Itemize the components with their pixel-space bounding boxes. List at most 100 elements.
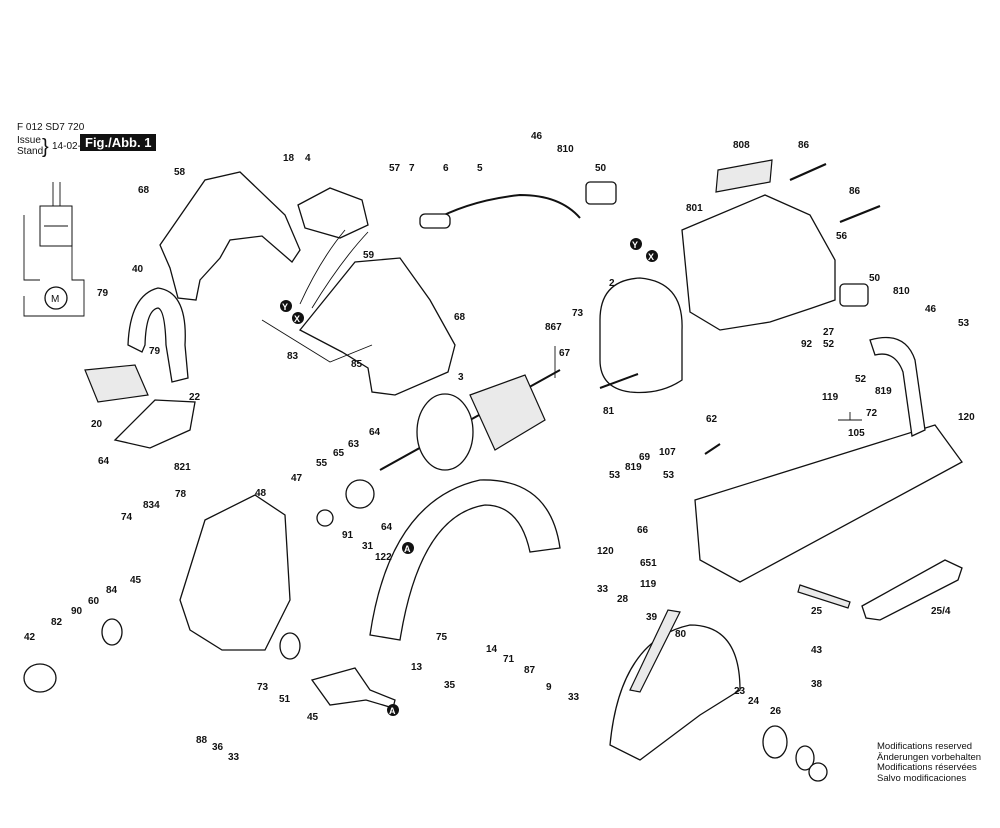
svg-text:M: M (51, 294, 59, 305)
label-46: 46 (531, 131, 543, 142)
label-52: 52 (823, 339, 835, 350)
label-14: 87 (524, 665, 536, 676)
label-71: 33 (597, 584, 609, 595)
label-13: 51 (279, 694, 291, 705)
label-808: 808 (733, 140, 750, 151)
label-40: 40 (132, 264, 144, 275)
label-57: 57 (389, 163, 401, 174)
label-68-b: 68 (454, 312, 466, 323)
label-42: 14 (486, 644, 498, 655)
svg-text:A: A (389, 706, 396, 716)
label-867: 867 (545, 322, 562, 333)
cable-grommet (419, 213, 451, 229)
label-64-b: 64 (369, 427, 381, 438)
label-810-b: 810 (893, 286, 910, 297)
label-9: 35 (444, 680, 456, 691)
motor-housing (681, 194, 836, 331)
label-834-b: 45 (307, 712, 319, 723)
label-819: 119 (822, 392, 839, 403)
label-55: 63 (348, 439, 360, 450)
label-20: 20 (91, 419, 103, 430)
label-67: 67 (559, 348, 571, 359)
drive-shaft (310, 667, 396, 709)
label-54: 53 (958, 318, 970, 329)
base-plate (694, 424, 963, 583)
svg-text:X: X (294, 314, 300, 324)
gearbox-housing (179, 494, 291, 651)
front-handle (127, 287, 189, 383)
screw-81 (599, 373, 639, 389)
label-105: 69 (639, 452, 651, 463)
flange (762, 725, 788, 759)
brush-holder-right (839, 283, 869, 307)
brace-glyph: } (42, 136, 49, 158)
label-86-b: 86 (849, 186, 861, 197)
depth-lever (869, 336, 926, 437)
issue-label: Issue (17, 135, 41, 146)
svg-text:A: A (404, 544, 411, 554)
power-cable (429, 193, 581, 223)
notice-de: Änderungen vorbehalten (877, 751, 982, 763)
label-53: 120 (958, 412, 975, 423)
label-5: 5 (477, 163, 483, 174)
label-47: 65 (333, 448, 345, 459)
label-50-b: 50 (869, 273, 881, 284)
label-plate (84, 364, 149, 403)
label-821: 48 (255, 488, 267, 499)
label-38: 13 (411, 662, 423, 673)
label-54-b: 53 (609, 470, 621, 481)
bearing-31 (101, 618, 123, 646)
notice-en: Modifications reserved (877, 741, 973, 752)
stand-label: Stand (17, 146, 44, 157)
label-73: 73 (572, 308, 584, 319)
label-87: 28 (617, 594, 629, 605)
label-92: 92 (801, 339, 813, 350)
label-63: 74 (121, 512, 133, 523)
notice-fr: Modifications réservées (877, 762, 977, 773)
label-84: 90 (71, 606, 83, 617)
callout-y-right: Y (630, 238, 642, 250)
figure-label: Fig./Abb. 1 (80, 134, 157, 151)
armature (316, 369, 561, 527)
label-60: 82 (51, 617, 63, 628)
callout-y-left: Y (280, 300, 292, 312)
label-819-b: 119 (640, 579, 657, 590)
label-651: 25/4 (931, 606, 951, 617)
label-25-4: 78 (175, 489, 187, 500)
label-59: 59 (363, 250, 375, 261)
screw-86 (789, 162, 827, 182)
label-91: 122 (375, 552, 392, 563)
notice-es: Salvo modificaciones (877, 772, 967, 784)
stator (599, 277, 683, 394)
label-64: 64 (98, 456, 110, 467)
riving-knife (629, 609, 681, 693)
label-68: 68 (138, 185, 150, 196)
label-4: 4 (305, 153, 311, 164)
svg-text:Y: Y (632, 240, 638, 250)
label-52-b: 52 (855, 374, 867, 385)
screw-86-b (839, 204, 881, 224)
label-74: 91 (342, 530, 354, 541)
label-35: 88 (196, 735, 208, 746)
wrench (861, 559, 963, 621)
label-28: 80 (675, 629, 687, 640)
label-107: 651 (640, 558, 657, 569)
label-80: 38 (811, 679, 823, 690)
wiring-schematic: M (23, 182, 85, 317)
label-64-c: 64 (381, 522, 393, 533)
handle-half-right (298, 257, 456, 396)
label-93-b: 819 (625, 462, 642, 473)
label-88: 23 (734, 686, 746, 697)
label-53-b: 120 (597, 546, 614, 557)
label-86: 86 (798, 140, 810, 151)
label-58: 58 (174, 167, 186, 178)
label-69: 66 (637, 525, 649, 536)
callout-x-right: X (646, 250, 658, 262)
label-122: 60 (88, 596, 100, 607)
label-33: 39 (646, 612, 658, 623)
lower-blade-guard (609, 624, 741, 761)
callout-a-lower: A (387, 704, 399, 716)
label-56: 56 (836, 231, 848, 242)
cover-22 (113, 399, 196, 449)
